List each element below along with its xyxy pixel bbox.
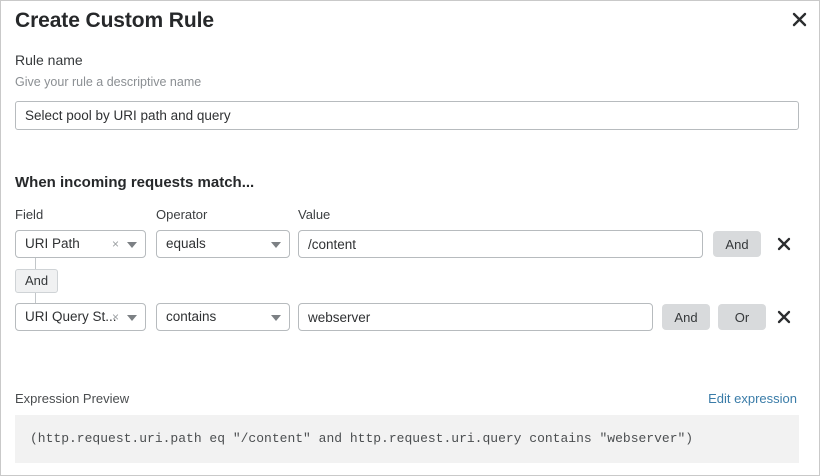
expression-preview-code: (http.request.uri.path eq "/content" and…	[15, 415, 799, 463]
connector-and-badge[interactable]: And	[15, 269, 59, 293]
rule-name-input[interactable]	[15, 101, 799, 130]
edit-expression-link[interactable]: Edit expression	[708, 391, 797, 406]
expression-preview-label: Expression Preview	[15, 391, 130, 406]
add-and-condition-button-2[interactable]: And	[662, 304, 710, 330]
delete-condition-button-1[interactable]	[773, 230, 795, 258]
chevron-down-icon	[271, 315, 281, 321]
page-title: Create Custom Rule	[15, 9, 214, 32]
delete-condition-button-2[interactable]	[773, 303, 795, 331]
match-section-heading: When incoming requests match...	[15, 174, 255, 191]
operator-select-1[interactable]: equals	[156, 230, 290, 258]
value-input-1[interactable]	[298, 230, 703, 258]
condition-row: URI Query St... × contains And Or	[1, 303, 819, 331]
close-icon-glyph	[792, 12, 806, 26]
chevron-down-icon	[127, 242, 137, 248]
close-icon	[777, 310, 791, 324]
chevron-down-icon	[127, 315, 137, 321]
field-select-2[interactable]: URI Query St... ×	[15, 303, 146, 331]
condition-connector: And	[1, 258, 121, 304]
add-or-condition-button-2[interactable]: Or	[718, 304, 766, 330]
operator-select-1-label: equals	[166, 236, 206, 251]
operator-select-2-label: contains	[166, 309, 217, 324]
clear-icon[interactable]: ×	[111, 237, 119, 251]
field-select-2-label: URI Query St...	[25, 309, 117, 324]
field-select-1-label: URI Path	[25, 236, 80, 251]
column-header-field: Field	[15, 207, 44, 222]
add-and-condition-button-1[interactable]: And	[713, 231, 761, 257]
field-select-1[interactable]: URI Path ×	[15, 230, 146, 258]
clear-icon[interactable]: ×	[111, 310, 119, 324]
close-icon	[777, 237, 791, 251]
operator-select-2[interactable]: contains	[156, 303, 290, 331]
chevron-down-icon	[271, 242, 281, 248]
rule-name-help-text: Give your rule a descriptive name	[15, 75, 202, 89]
column-header-value: Value	[298, 207, 331, 222]
column-header-operator: Operator	[156, 207, 208, 222]
value-input-2[interactable]	[298, 303, 653, 331]
rule-name-label: Rule name	[15, 52, 83, 68]
close-icon[interactable]	[788, 8, 810, 30]
condition-row: URI Path × equals And	[1, 230, 819, 258]
